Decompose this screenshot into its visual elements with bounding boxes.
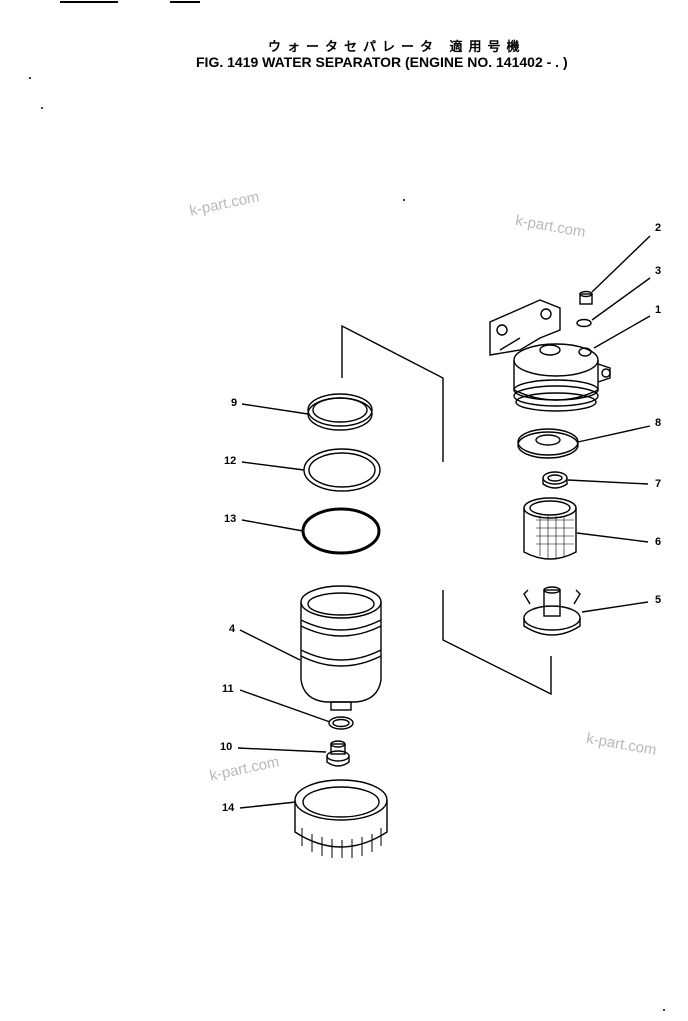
leader-line [591, 277, 651, 321]
leader-line [581, 601, 649, 613]
filter-element-part-6 [523, 497, 577, 560]
callout-1: 1 [655, 304, 662, 316]
bowl-part-4 [300, 585, 382, 711]
callout-10: 10 [220, 741, 233, 753]
callout-3: 3 [655, 265, 662, 277]
callout-11: 11 [222, 683, 234, 695]
callout-5: 5 [655, 594, 662, 606]
leader-line [591, 235, 651, 293]
leader-line [241, 461, 305, 471]
leader-line [237, 747, 327, 753]
callout-9: 9 [231, 397, 238, 409]
deflector-part-5 [523, 586, 581, 636]
seal-ring-part-7 [542, 471, 568, 489]
washer-part-3 [576, 318, 592, 328]
callout-2: 2 [655, 222, 662, 234]
leader-line [577, 425, 651, 443]
leader-line [241, 403, 309, 415]
assembly-guide-line [442, 590, 552, 696]
small-o-ring-part-11 [328, 716, 354, 730]
scan-speck [663, 1009, 665, 1011]
callout-6: 6 [655, 536, 662, 548]
callout-4: 4 [229, 623, 236, 635]
figure-title: FIG. 1419 WATER SEPARATOR (ENGINE NO. 14… [196, 54, 568, 70]
callout-8: 8 [655, 417, 662, 429]
title-japanese: ウォータセパレータ 適用号機 [268, 40, 526, 55]
leader-line [241, 519, 304, 532]
leader-line [593, 315, 651, 349]
leader-line [239, 629, 301, 661]
leader-line [576, 532, 649, 543]
scan-speck [41, 107, 43, 109]
plug-screw-part-2 [579, 290, 593, 305]
callout-14: 14 [222, 802, 235, 814]
o-ring-part-12 [303, 448, 381, 492]
callout-7: 7 [655, 478, 662, 490]
o-ring-part-9 [307, 393, 373, 431]
scan-speck [403, 199, 405, 201]
leader-line [239, 801, 297, 809]
gasket-plate-part-8 [517, 428, 579, 459]
assembly-guide-line [341, 324, 444, 462]
leader-line [239, 689, 331, 723]
callout-13: 13 [224, 513, 237, 525]
leader-line [567, 479, 649, 485]
filter-head-part-1 [489, 299, 611, 412]
scan-speck [29, 77, 31, 79]
ring-nut-part-14 [294, 779, 388, 858]
drain-plug-part-10 [326, 740, 350, 767]
callout-12: 12 [224, 455, 237, 467]
o-ring-part-13 [301, 507, 381, 555]
